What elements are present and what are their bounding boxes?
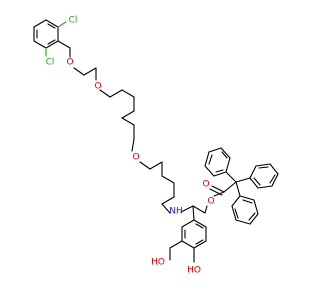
- phenyl-ring-bottom: [231, 181, 259, 225]
- c-cl-bond-top: [57, 21, 67, 28]
- ether-oxygen-3: O: [132, 153, 139, 163]
- hydroxymethyl-oh: HO: [151, 258, 165, 268]
- ester-group: [192, 181, 237, 214]
- dichlorophenyl-ring: [33, 19, 59, 49]
- cl-label-top: Cl: [69, 16, 78, 26]
- carbonyl-oxygen: O: [202, 180, 209, 190]
- amine-nh-label: NH: [169, 207, 183, 217]
- ether-oxygen-2: O: [94, 82, 101, 92]
- ether-oxygen-1: O: [66, 58, 73, 68]
- n-ch2-bond: [180, 205, 194, 213]
- phenyl-ring-right: [235, 163, 279, 189]
- phenol-oh: HO: [187, 266, 201, 276]
- molecule-drawing: Cl Cl O O O NH O O: [33, 16, 279, 276]
- cl-label-bottom: Cl: [46, 58, 55, 68]
- phenyl-ring-top: [204, 147, 237, 183]
- ester-oxygen: O: [207, 197, 214, 207]
- ether-chain: [57, 40, 175, 214]
- structure-canvas: Cl Cl O O O NH O O: [33, 16, 279, 276]
- phenol-ring: [169, 205, 207, 263]
